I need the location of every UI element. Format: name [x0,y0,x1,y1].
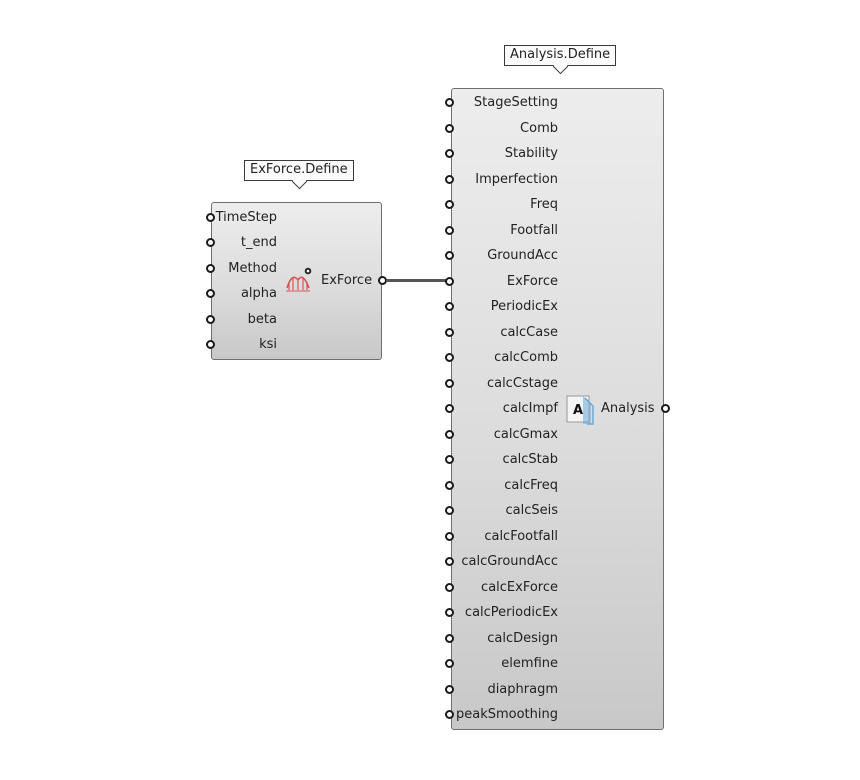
analysis-grip-calccase[interactable] [445,328,454,337]
exforce-grip-method[interactable] [206,264,215,273]
analysis-grip-calcdesign[interactable] [445,634,454,643]
analysis-input-calcseis[interactable]: calcSeis [505,503,558,518]
analysis-input-peaksmoothing[interactable]: peakSmoothing [455,707,558,722]
analysis-grip-periodicex[interactable] [445,302,454,311]
analysis-input-freq[interactable]: Freq [530,197,558,212]
analysis-grip-calcimpf[interactable] [445,404,454,413]
analysis-grip-exforce[interactable] [445,277,454,286]
analysis-grip-calccstage[interactable] [445,379,454,388]
exforce-icon [284,266,314,298]
analysis-tag-label: Analysis.Define [510,47,611,62]
exforce-grip-alpha[interactable] [206,289,215,298]
analysis-output-grip[interactable] [661,404,670,413]
exforce-component[interactable]: TimeStep t_end Method alpha beta ksi ExF… [211,202,382,360]
exforce-tag: ExForce.Define [244,160,354,190]
analysis-grip-calcperiodicex[interactable] [445,608,454,617]
analysis-name: Analysis [601,401,655,416]
analysis-grip-stagesetting[interactable] [445,98,454,107]
analysis-grip-freq[interactable] [445,200,454,209]
exforce-input-alpha[interactable]: alpha [240,286,277,301]
analysis-icon: A [565,394,597,430]
analysis-input-calcgmax[interactable]: calcGmax [493,427,558,442]
analysis-grip-imperfection[interactable] [445,175,454,184]
analysis-input-calcdesign[interactable]: calcDesign [487,631,558,646]
analysis-input-comb[interactable]: Comb [520,121,558,136]
analysis-grip-calcstab[interactable] [445,455,454,464]
analysis-input-calccomb[interactable]: calcComb [494,350,558,365]
analysis-grip-peaksmoothing[interactable] [445,710,454,719]
analysis-grip-calcseis[interactable] [445,506,454,515]
analysis-grip-groundacc[interactable] [445,251,454,260]
exforce-name: ExForce [321,273,373,288]
exforce-grip-ksi[interactable] [206,340,215,349]
analysis-input-stability[interactable]: Stability [504,146,558,161]
analysis-grip-calcexforce[interactable] [445,583,454,592]
analysis-input-calccase[interactable]: calcCase [500,325,558,340]
analysis-icon-letter: A [573,403,583,418]
analysis-input-stagesetting[interactable]: StageSetting [473,95,558,110]
exforce-grip-beta[interactable] [206,315,215,324]
analysis-input-calcimpf[interactable]: calcImpf [502,401,558,416]
analysis-component[interactable]: StageSetting Comb Stability Imperfection… [451,88,664,730]
exforce-grip-t-end[interactable] [206,238,215,247]
analysis-grip-comb[interactable] [445,124,454,133]
exforce-input-t-end[interactable]: t_end [240,235,277,250]
exforce-input-ksi[interactable]: ksi [259,337,277,352]
connection-wire[interactable] [386,279,448,282]
analysis-input-elemfine[interactable]: elemfine [501,656,558,671]
exforce-input-timestep[interactable]: TimeStep [215,210,277,225]
analysis-input-exforce[interactable]: ExForce [506,274,558,289]
exforce-grip-timestep[interactable] [206,213,215,222]
analysis-input-calcexforce[interactable]: calcExForce [481,580,558,595]
analysis-grip-elemfine[interactable] [445,659,454,668]
analysis-input-calcfootfall[interactable]: calcFootfall [484,529,558,544]
analysis-input-calcstab[interactable]: calcStab [502,452,558,467]
analysis-grip-stability[interactable] [445,149,454,158]
analysis-input-footfall[interactable]: Footfall [510,223,558,238]
analysis-grip-calcfootfall[interactable] [445,532,454,541]
exforce-tag-label: ExForce.Define [250,162,348,177]
analysis-grip-diaphragm[interactable] [445,685,454,694]
exforce-input-method[interactable]: Method [228,261,277,276]
analysis-grip-calcgmax[interactable] [445,430,454,439]
analysis-input-imperfection[interactable]: Imperfection [475,172,558,187]
analysis-input-calcperiodicex[interactable]: calcPeriodicEx [464,605,558,620]
analysis-input-calcfreq[interactable]: calcFreq [504,478,558,493]
analysis-input-calcgroundacc[interactable]: calcGroundAcc [461,554,558,569]
analysis-input-periodicex[interactable]: PeriodicEx [490,299,558,314]
analysis-input-calccstage[interactable]: calcCstage [486,376,558,391]
analysis-tag: Analysis.Define [504,45,617,75]
analysis-grip-footfall[interactable] [445,226,454,235]
analysis-grip-calcfreq[interactable] [445,481,454,490]
exforce-input-beta[interactable]: beta [247,312,277,327]
analysis-grip-calcgroundacc[interactable] [445,557,454,566]
analysis-input-groundacc[interactable]: GroundAcc [487,248,558,263]
analysis-input-diaphragm[interactable]: diaphragm [487,682,558,697]
analysis-grip-calccomb[interactable] [445,353,454,362]
